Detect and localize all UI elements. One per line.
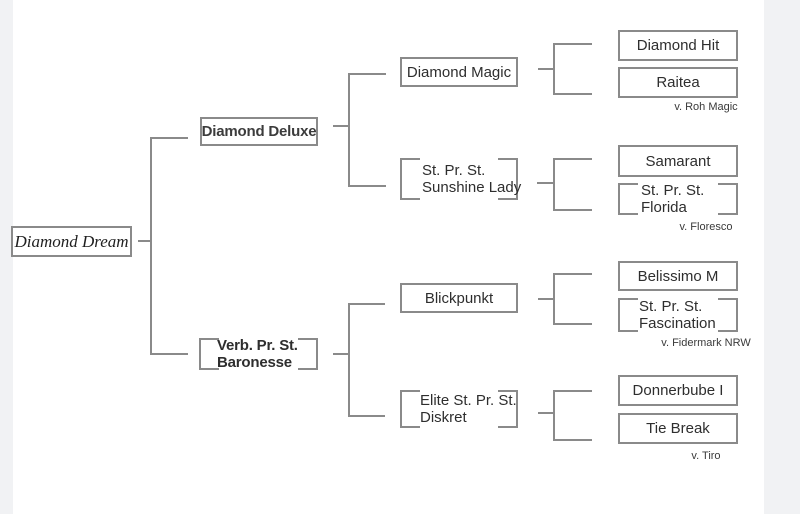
connector-line (553, 158, 555, 211)
right-gutter (764, 0, 800, 514)
node-diamond-magic: Diamond Magic (400, 57, 518, 87)
connector-line (538, 68, 555, 70)
connector-line (537, 182, 554, 184)
connector-line (553, 323, 592, 325)
node-label-line2: Florida (641, 199, 687, 216)
connector-line (138, 240, 152, 242)
node-label-line2: Fascination (639, 315, 716, 332)
connector-line (538, 412, 554, 414)
connector-line (348, 303, 385, 305)
node-sunshine-lady: St. Pr. St. Sunshine Lady (400, 158, 522, 200)
node-diamond-dream: Diamond Dream (11, 226, 132, 257)
connector-line (553, 390, 555, 441)
node-label: Belissimo M (637, 267, 719, 285)
connector-line (150, 137, 152, 355)
node-label-line2: Sunshine Lady (422, 179, 522, 196)
node-label-line2: Baronesse (217, 354, 292, 371)
node-label-line1: Verb. Pr. St. (217, 336, 298, 354)
node-label: Diamond Deluxe (201, 123, 317, 140)
node-diskret: Elite St. Pr. St. Diskret (400, 390, 518, 428)
node-label-line1: St. Pr. St. (639, 297, 703, 315)
connector-line (553, 439, 592, 441)
connector-line (538, 298, 554, 300)
node-samarant: Samarant (618, 145, 738, 177)
node-donnerbube-i: Donnerbube I (618, 375, 738, 406)
node-label: Diamond Hit (636, 37, 720, 54)
caption-raitea-sire: v. Roh Magic (674, 101, 738, 113)
connector-line (553, 43, 555, 95)
node-label: Diamond Dream (14, 231, 129, 251)
node-belissimo-m: Belissimo M (618, 261, 738, 291)
node-label: Donnerbube I (632, 382, 724, 399)
node-blickpunkt: Blickpunkt (400, 283, 518, 313)
node-label: Blickpunkt (424, 289, 494, 307)
connector-line (553, 93, 592, 95)
connector-line (348, 73, 350, 187)
left-gutter (0, 0, 13, 514)
connector-line (348, 73, 386, 75)
node-tie-break: Tie Break (618, 413, 738, 444)
node-label-line1: St. Pr. St. (641, 181, 705, 199)
node-label: Tie Break (646, 420, 710, 437)
connector-line (553, 390, 592, 392)
node-label: Raitea (656, 74, 700, 91)
node-raitea: Raitea (618, 67, 738, 98)
node-baronesse: Verb. Pr. St. Baronesse (199, 336, 318, 371)
node-fascination: St. Pr. St. Fascination (618, 298, 738, 332)
connector-line (150, 137, 188, 139)
connector-line (553, 209, 592, 211)
caption-fascination-sire: v. Fidermark NRW (661, 337, 751, 349)
connector-line (348, 303, 350, 417)
connector-line (348, 185, 386, 187)
node-label: Samarant (645, 152, 711, 170)
connector-line (553, 158, 592, 160)
node-label-line1: St. Pr. St. (422, 161, 486, 179)
node-diamond-hit: Diamond Hit (618, 30, 738, 61)
connector-line (553, 273, 555, 325)
caption-tie-break-sire: v. Tiro (691, 450, 721, 462)
node-label: Diamond Magic (406, 63, 512, 81)
node-label-line2: Diskret (420, 409, 467, 426)
node-label-line1: Elite St. Pr. St. (420, 391, 517, 409)
connector-line (333, 125, 349, 127)
connector-line (333, 353, 349, 355)
node-florida: St. Pr. St. Florida (618, 181, 738, 216)
connector-line (553, 273, 592, 275)
caption-florida-sire: v. Floresco (679, 221, 733, 233)
connector-line (553, 43, 592, 45)
connector-line (150, 353, 188, 355)
connector-line (348, 415, 385, 417)
node-diamond-deluxe: Diamond Deluxe (200, 117, 318, 146)
